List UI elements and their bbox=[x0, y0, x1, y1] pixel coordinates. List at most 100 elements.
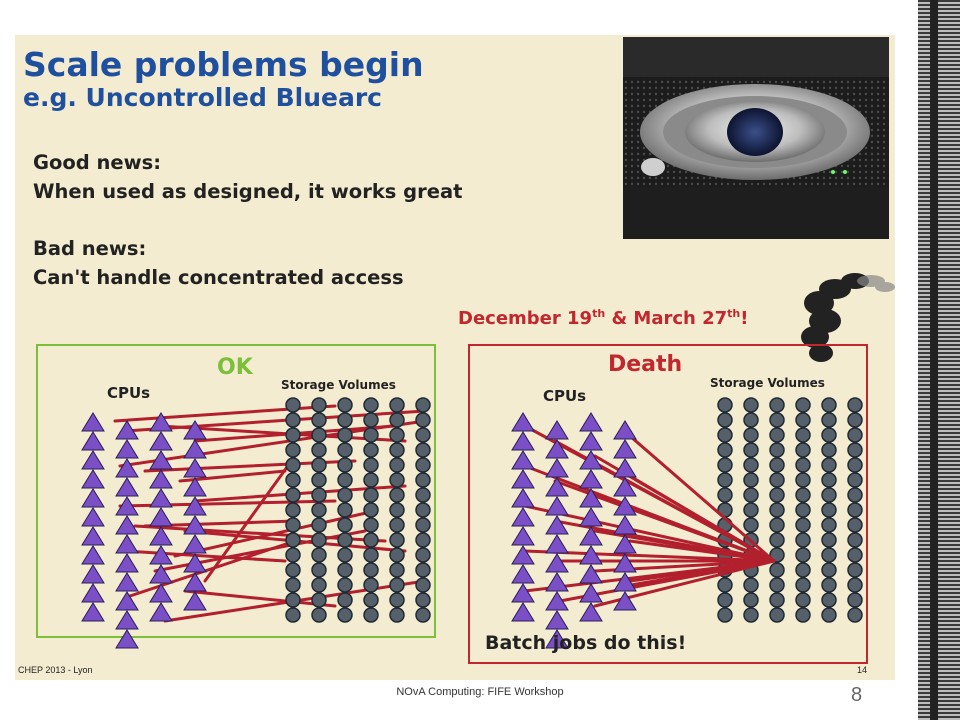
ok-storage-icon bbox=[337, 517, 353, 533]
slide-content: Scale problems begin e.g. Uncontrolled B… bbox=[15, 35, 895, 680]
death-storage-icon bbox=[769, 517, 785, 533]
death-cpu-icon bbox=[545, 629, 569, 649]
death-storage-icon bbox=[769, 412, 785, 428]
ok-storage-icon bbox=[363, 457, 379, 473]
ok-storage-icon bbox=[389, 472, 405, 488]
death-cpu-icon bbox=[511, 412, 535, 432]
ok-storage-icon bbox=[389, 577, 405, 593]
death-storage-icon bbox=[743, 517, 759, 533]
death-storage-icon bbox=[717, 427, 733, 443]
ok-cpu-icon bbox=[115, 515, 139, 535]
ok-cpu-icon bbox=[149, 412, 173, 432]
death-cpu-icon bbox=[511, 602, 535, 622]
death-storage-icon bbox=[743, 457, 759, 473]
ok-storage-icon bbox=[337, 487, 353, 503]
death-cpu-icon bbox=[579, 431, 603, 451]
ok-storage-icon bbox=[415, 412, 431, 428]
death-cpu-icon bbox=[511, 488, 535, 508]
ok-storage-icon bbox=[285, 487, 301, 503]
death-cpu-icon bbox=[613, 534, 637, 554]
death-storage-icon bbox=[769, 397, 785, 413]
death-access-line bbox=[628, 434, 776, 563]
death-storage-icon bbox=[769, 547, 785, 563]
death-storage-icon bbox=[821, 547, 837, 563]
ok-storage-icon bbox=[363, 397, 379, 413]
ok-cpu-icon bbox=[115, 439, 139, 459]
death-storage-icon bbox=[769, 532, 785, 548]
ok-storage-icon bbox=[363, 562, 379, 578]
death-storage-icon bbox=[821, 562, 837, 578]
ok-storage-icon bbox=[389, 547, 405, 563]
ok-access-line bbox=[203, 454, 297, 583]
death-storage-icon bbox=[795, 442, 811, 458]
ok-cpu-icon bbox=[81, 564, 105, 584]
ok-cpu-icon bbox=[183, 496, 207, 516]
ok-storage-icon bbox=[415, 442, 431, 458]
death-storage-icon bbox=[795, 592, 811, 608]
ok-storage-icon bbox=[415, 532, 431, 548]
death-storage-icon bbox=[743, 427, 759, 443]
date-part-1: December 19 bbox=[458, 308, 593, 329]
death-storage-icon bbox=[743, 472, 759, 488]
ok-storage-icon bbox=[337, 472, 353, 488]
death-cpu-icon bbox=[511, 507, 535, 527]
death-storage-icon bbox=[717, 607, 733, 623]
slide-title: Scale problems begin e.g. Uncontrolled B… bbox=[23, 45, 424, 112]
ok-cpu-icon bbox=[149, 545, 173, 565]
ok-storage-icon bbox=[363, 472, 379, 488]
ok-cpu-icon bbox=[115, 572, 139, 592]
death-storage-icon bbox=[847, 442, 863, 458]
ok-storage-icon bbox=[363, 427, 379, 443]
ok-storage-icon bbox=[389, 412, 405, 428]
ok-storage-icon bbox=[363, 517, 379, 533]
footer-caption: NOvA Computing: FIFE Workshop bbox=[396, 686, 564, 698]
page-number: 8 bbox=[851, 684, 863, 706]
death-storage-icon bbox=[717, 397, 733, 413]
ok-cpu-icon bbox=[81, 469, 105, 489]
death-storage-icon bbox=[847, 487, 863, 503]
death-access-line bbox=[523, 559, 776, 593]
death-cpu-icon bbox=[579, 526, 603, 546]
death-cpu-icon bbox=[613, 591, 637, 611]
death-storage-label: Storage Volumes bbox=[710, 376, 825, 390]
ok-storage-icon bbox=[389, 592, 405, 608]
ok-storage-icon bbox=[311, 457, 327, 473]
ok-storage-icon bbox=[389, 487, 405, 503]
death-storage-icon bbox=[847, 577, 863, 593]
death-cpu-icon bbox=[579, 412, 603, 432]
death-storage-icon bbox=[717, 472, 733, 488]
bad-news-label: Bad news: bbox=[33, 237, 147, 260]
death-cpu-icon bbox=[579, 583, 603, 603]
death-cpu-icon bbox=[545, 477, 569, 497]
death-storage-icon bbox=[769, 577, 785, 593]
death-cpu-icon bbox=[579, 469, 603, 489]
death-cpu-icon bbox=[545, 515, 569, 535]
death-cpu-icon bbox=[579, 450, 603, 470]
ok-cpu-icon bbox=[183, 515, 207, 535]
ok-storage-icon bbox=[415, 427, 431, 443]
ok-cpu-icon bbox=[149, 469, 173, 489]
ok-panel-frame bbox=[36, 344, 436, 638]
date-part-2: & March 27 bbox=[605, 308, 728, 329]
death-storage-icon bbox=[847, 412, 863, 428]
ok-cpu-icon bbox=[81, 431, 105, 451]
ok-storage-icon bbox=[337, 607, 353, 623]
ok-storage-icon bbox=[415, 457, 431, 473]
death-storage-icon bbox=[821, 517, 837, 533]
death-access-line bbox=[628, 474, 776, 563]
ok-cpu-icon bbox=[149, 602, 173, 622]
death-storage-icon bbox=[769, 457, 785, 473]
ok-storage-icon bbox=[285, 397, 301, 413]
death-access-line bbox=[623, 559, 776, 588]
death-storage-icon bbox=[821, 607, 837, 623]
ok-access-line bbox=[183, 589, 337, 608]
death-storage-icon bbox=[847, 397, 863, 413]
ok-storage-icon bbox=[311, 487, 327, 503]
ok-storage-icon bbox=[363, 502, 379, 518]
ok-cpu-icon bbox=[149, 431, 173, 451]
slide-title-line1: Scale problems begin bbox=[23, 45, 424, 84]
death-storage-icon bbox=[821, 457, 837, 473]
ok-storage-icon bbox=[285, 502, 301, 518]
death-cpu-icon bbox=[613, 496, 637, 516]
ok-cpu-icon bbox=[81, 507, 105, 527]
